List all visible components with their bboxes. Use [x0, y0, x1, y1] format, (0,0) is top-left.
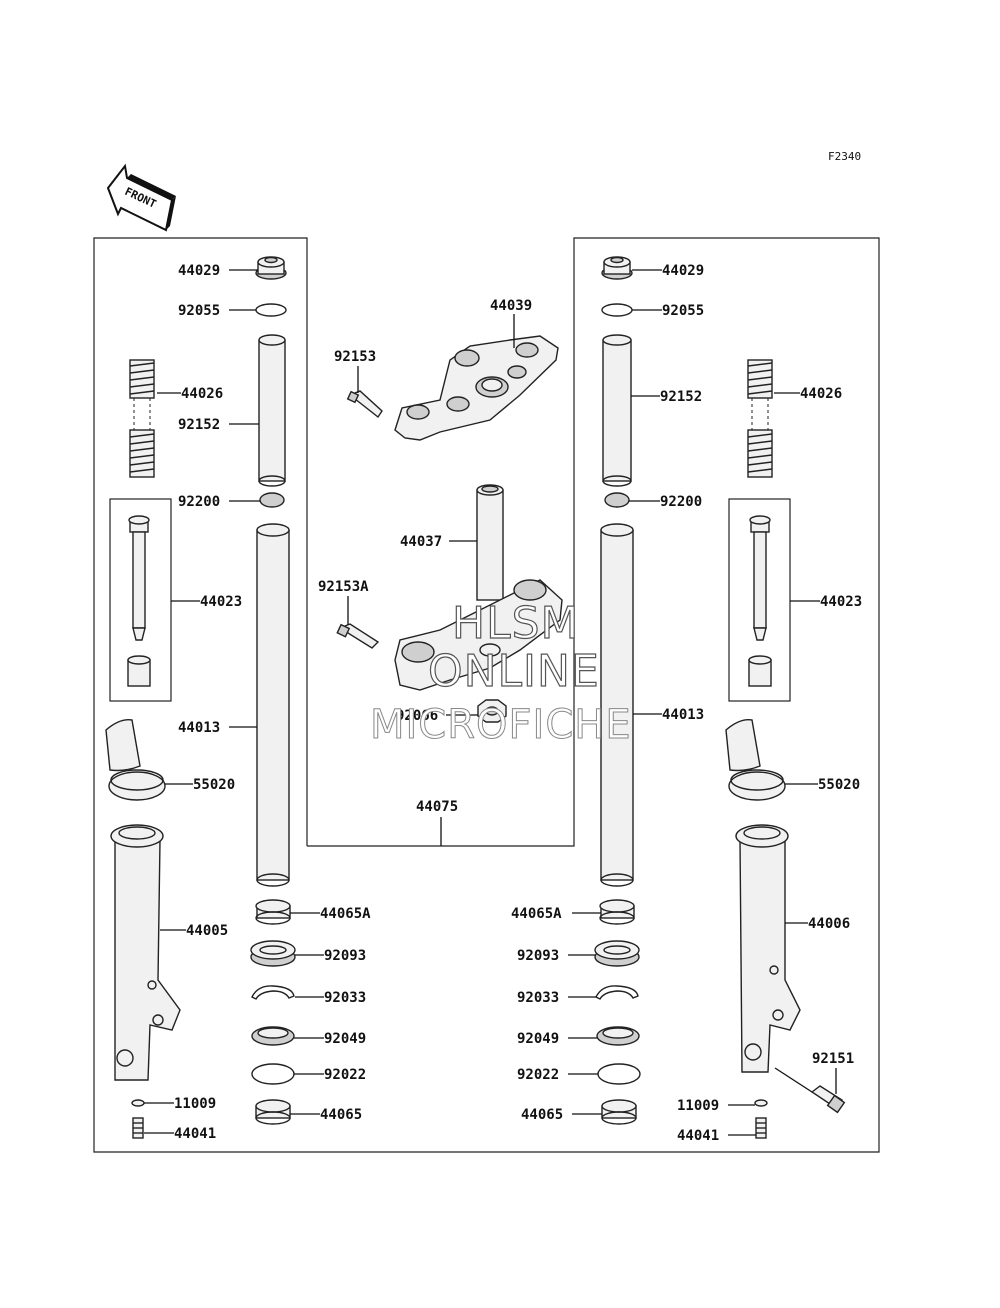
label-right-bolt: 44041 [677, 1128, 719, 1144]
upper-bracket-bolt [346, 390, 383, 419]
label-left-bush: 44065 [320, 1107, 362, 1123]
stem-nut [477, 699, 507, 723]
label-right-bush-a: 44065A [511, 906, 562, 922]
watermark-line1: HLSM [452, 598, 580, 649]
label-stem: 44037 [400, 534, 442, 550]
left-fork-clip [251, 985, 295, 1000]
label-right-inner-tube: 44013 [662, 707, 704, 723]
right-fork-seal-ring [594, 940, 640, 967]
right-fork-bush [601, 1099, 637, 1125]
label-right-axle-bolt: 92151 [812, 1051, 854, 1067]
right-fork-parts [594, 256, 846, 1139]
right-fork-oil-seal [596, 1026, 640, 1046]
label-left-seal-ring: 92093 [324, 948, 366, 964]
figure-code: F2340 [828, 150, 861, 163]
label-lower-bolt: 92153A [318, 579, 369, 595]
left-fork-bolt [132, 1117, 144, 1139]
label-right-seal-ring: 92093 [517, 948, 559, 964]
lower-bracket [394, 579, 563, 691]
center-labels: 44039 92153 44037 92153A 92066 44075 [318, 298, 532, 846]
left-fork-outer-tube [110, 824, 181, 1081]
label-upper-bracket: 44039 [490, 298, 532, 314]
right-fork-guard [725, 719, 786, 801]
left-fork-seat [259, 492, 285, 508]
label-left-damper: 44023 [200, 594, 242, 610]
right-fork-damper [748, 515, 772, 687]
label-right-washer: 92022 [517, 1067, 559, 1083]
center-parts [336, 335, 563, 723]
label-left-oil-seal: 92049 [324, 1031, 366, 1047]
label-left-spring: 44026 [181, 386, 223, 402]
left-fork-gasket [131, 1099, 145, 1107]
right-fork-inner-tube [600, 523, 634, 887]
left-fork-washer [251, 1063, 295, 1085]
label-left-spacer: 92152 [178, 417, 220, 433]
steering-stem [476, 484, 504, 601]
right-fork-axle-bolt [774, 1067, 846, 1114]
label-right-outer-tube: 44006 [808, 916, 850, 932]
left-fork-bush-a [255, 899, 291, 925]
right-fork-spring [747, 359, 773, 478]
right-fork-gasket [754, 1099, 768, 1107]
left-fork-parts [105, 256, 296, 1139]
label-right-oil-seal: 92049 [517, 1031, 559, 1047]
right-fork-outer-tube [735, 824, 801, 1073]
label-right-spacer: 92152 [660, 389, 702, 405]
right-fork-bolt [755, 1117, 767, 1139]
label-left-clip: 92033 [324, 990, 366, 1006]
label-left-washer: 92022 [324, 1067, 366, 1083]
right-fork-spacer [602, 334, 632, 487]
label-left-guard: 55020 [193, 777, 235, 793]
right-fork-clip [595, 985, 639, 1000]
label-right-spring: 44026 [800, 386, 842, 402]
label-left-seat: 92200 [178, 494, 220, 510]
label-stem-nut: 92066 [396, 708, 438, 724]
lower-bracket-bolt [336, 623, 380, 649]
frames [93, 237, 880, 1153]
front-arrow-icon: FRONT [106, 163, 176, 232]
left-fork-spring [129, 359, 155, 478]
left-fork-cap [255, 256, 287, 280]
watermark-line2: ONLINE [428, 646, 600, 697]
label-left-gasket: 11009 [174, 1096, 216, 1112]
left-fork-labels: 44029 92055 44026 92152 92200 44023 4401… [144, 263, 371, 1142]
upper-bracket [394, 335, 559, 441]
label-left-cap: 44029 [178, 263, 220, 279]
left-fork-seal-ring [250, 940, 296, 967]
label-left-bolt: 44041 [174, 1126, 216, 1142]
label-left-oring: 92055 [178, 303, 220, 319]
left-fork-damper [127, 515, 151, 687]
right-fork-seat [604, 492, 630, 508]
left-fork-bush [255, 1099, 291, 1125]
right-fork-cap [601, 256, 633, 280]
right-fork-labels: 44029 92055 44026 92152 92200 44023 4401… [511, 263, 862, 1144]
label-right-oring: 92055 [662, 303, 704, 319]
label-right-damper: 44023 [820, 594, 862, 610]
label-assembly: 44075 [416, 799, 458, 815]
label-right-gasket: 11009 [677, 1098, 719, 1114]
label-right-bush: 44065 [521, 1107, 563, 1123]
label-upper-bolt: 92153 [334, 349, 376, 365]
label-left-outer-tube: 44005 [186, 923, 228, 939]
left-fork-oil-seal [251, 1026, 295, 1046]
left-fork-inner-tube [256, 523, 290, 887]
right-fork-oring [601, 303, 633, 317]
label-right-cap: 44029 [662, 263, 704, 279]
left-fork-guard [105, 719, 166, 801]
label-right-guard: 55020 [818, 777, 860, 793]
watermark: HLSM ONLINE MICROFICHE [370, 597, 632, 748]
left-fork-spacer [258, 334, 286, 487]
right-fork-washer [597, 1063, 641, 1085]
label-left-inner-tube: 44013 [178, 720, 220, 736]
label-right-seat: 92200 [660, 494, 702, 510]
right-fork-bush-a [599, 899, 635, 925]
label-right-clip: 92033 [517, 990, 559, 1006]
watermark-line3: MICROFICHE [370, 702, 632, 748]
left-fork-oring [255, 303, 287, 317]
label-left-bush-a: 44065A [320, 906, 371, 922]
